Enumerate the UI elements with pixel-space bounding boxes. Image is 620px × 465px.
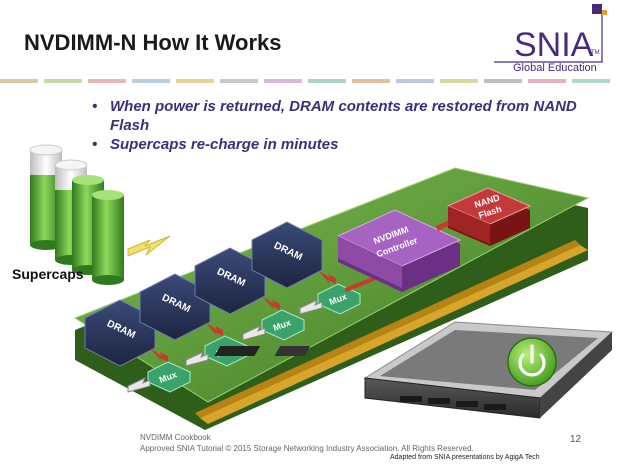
mux-edge-arrow	[185, 351, 209, 367]
bullet-list: When power is returned, DRAM contents ar…	[92, 97, 592, 154]
supercap-cylinder	[92, 190, 124, 285]
stripe-segment	[44, 79, 82, 83]
footer-attribution: Adapted from SNIA presentations by AgigA…	[390, 454, 540, 461]
stripe-segment	[352, 79, 390, 83]
stripe-segment	[308, 79, 346, 83]
dram-mux-arrow	[262, 296, 280, 310]
slide-title: NVDIMM-N How It Works	[24, 30, 282, 55]
stripe-segment	[528, 79, 566, 83]
stripe-segment	[264, 79, 302, 83]
dram-chip: DRAM	[84, 299, 156, 367]
mux-chip: Mux	[261, 309, 305, 341]
dram-mux-arrow	[318, 270, 336, 284]
page-number: 12	[570, 434, 582, 445]
bullet-item: Supercaps re-charge in minutes	[92, 135, 592, 154]
logo-trademark: TM	[591, 50, 600, 56]
charge-arrow	[127, 235, 171, 257]
logo-subtitle: Global Education	[513, 62, 597, 74]
power-icon	[507, 337, 557, 387]
stripe-segment	[132, 79, 170, 83]
nvdimm-controller-chip: NVDIMM Controller	[336, 209, 462, 292]
stripe-segment	[176, 79, 214, 83]
mux-chip: Mux	[147, 361, 191, 393]
supercaps-label: Supercaps	[12, 266, 84, 282]
stripe-segment	[88, 79, 126, 83]
stripe-segment	[220, 79, 258, 83]
footer-copyright: Approved SNIA Tutorial © 2015 Storage Ne…	[140, 444, 474, 453]
mux-edge-arrow	[127, 377, 151, 393]
dram-mux-arrow	[150, 348, 168, 362]
stripe-segment	[440, 79, 478, 83]
snia-logo	[494, 4, 607, 63]
mux-edge-arrow	[299, 299, 323, 315]
dram-mux-arrow	[205, 322, 223, 336]
dram-chip: DRAM	[139, 273, 211, 341]
dram-chip: DRAM	[251, 221, 323, 289]
stripe-segment	[484, 79, 522, 83]
title-divider-stripe	[0, 79, 620, 83]
mux-edge-arrow	[242, 325, 266, 341]
logo-wordmark: SNIA	[514, 26, 594, 64]
stripe-segment	[396, 79, 434, 83]
stripe-segment	[572, 79, 610, 83]
bullet-item: When power is returned, DRAM contents ar…	[92, 97, 592, 135]
mux-chip: Mux	[317, 283, 361, 315]
footer-cookbook: NVDIMM Cookbook	[140, 433, 211, 442]
supercaps-group	[29, 144, 124, 285]
dram-chip: DRAM	[194, 247, 266, 315]
nand-flash-chip: NAND Flash	[446, 187, 532, 246]
stripe-segment	[0, 79, 38, 83]
